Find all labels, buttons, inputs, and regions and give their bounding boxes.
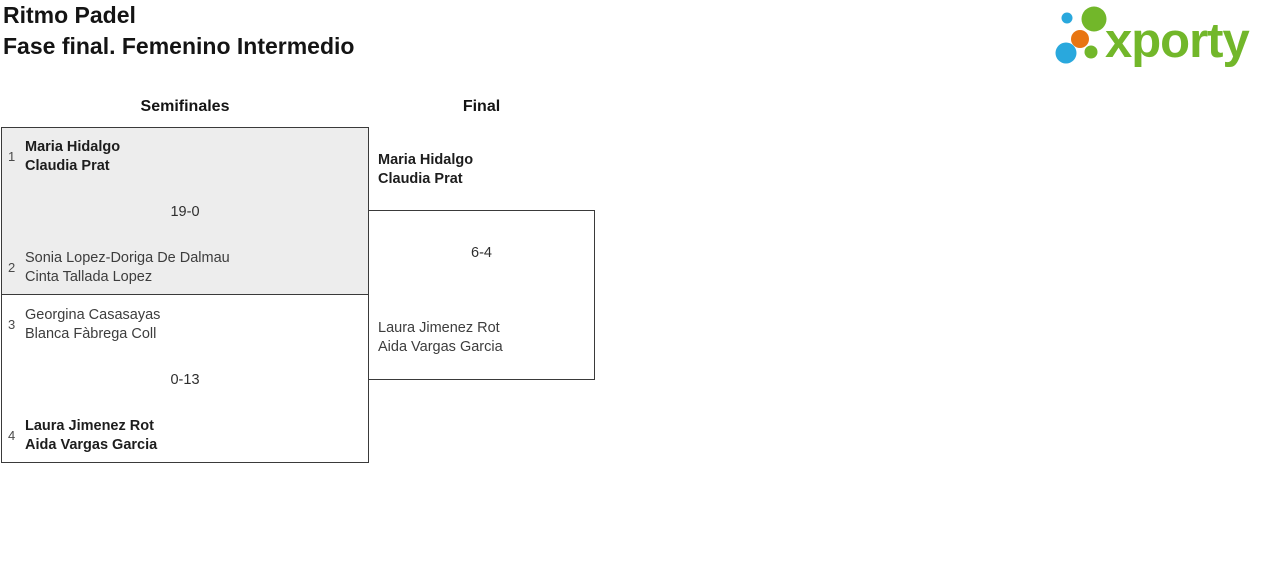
- page-header: Ritmo Padel Fase final. Femenino Interme…: [3, 0, 354, 62]
- team-sf1-bottom: Sonia Lopez-Doriga De Dalmau Cinta Talla…: [25, 249, 230, 287]
- player-name: Sonia Lopez-Doriga De Dalmau: [25, 250, 230, 266]
- player-name: Laura Jimenez Rot: [378, 320, 500, 336]
- xporty-logo[interactable]: xporty: [1045, 2, 1280, 70]
- player-name: Claudia Prat: [378, 171, 463, 187]
- player-name: Blanca Fàbrega Coll: [25, 326, 157, 342]
- team-final-top: Maria Hidalgo Claudia Prat: [378, 151, 473, 189]
- round-header-final: Final: [462, 98, 501, 115]
- logo-dot-orange: [1071, 30, 1089, 48]
- player-name: Claudia Prat: [25, 158, 110, 174]
- logo-wordmark: xporty: [1105, 14, 1250, 68]
- score-sf1: 19-0: [170, 204, 200, 220]
- round-header-semifinales: Semifinales: [140, 98, 230, 115]
- team-final-bottom: Laura Jimenez Rot Aida Vargas Garcia: [378, 319, 503, 357]
- player-name: Aida Vargas Garcia: [25, 437, 158, 453]
- team-sf1-top: Maria Hidalgo Claudia Prat: [25, 138, 120, 176]
- score-final: 6-4: [471, 245, 492, 261]
- logo-dot-green-small: [1084, 45, 1098, 59]
- logo-dot-blue-large: [1055, 42, 1077, 64]
- player-name: Maria Hidalgo: [25, 139, 121, 155]
- player-name: Georgina Casasayas: [25, 307, 161, 323]
- player-name: Maria Hidalgo: [378, 152, 474, 168]
- player-name: Aida Vargas Garcia: [378, 339, 503, 355]
- seed-number: 1: [8, 149, 16, 164]
- seed-number: 4: [8, 428, 16, 443]
- team-sf2-top: Georgina Casasayas Blanca Fàbrega Coll: [25, 306, 160, 344]
- logo-dot-blue-small: [1061, 12, 1073, 24]
- match-box-final[interactable]: [368, 210, 595, 380]
- seed-number: 2: [8, 260, 16, 275]
- score-sf2: 0-13: [170, 372, 200, 388]
- page-subtitle: Fase final. Femenino Intermedio: [3, 33, 355, 59]
- page-title: Ritmo Padel: [3, 2, 136, 28]
- match-box-semifinal-1[interactable]: [1, 127, 369, 295]
- team-sf2-bottom: Laura Jimenez Rot Aida Vargas Garcia: [25, 417, 157, 455]
- xporty-logo-icon: xporty: [1055, 6, 1251, 68]
- match-box-semifinal-2[interactable]: [1, 294, 369, 463]
- player-name: Cinta Tallada Lopez: [25, 269, 153, 285]
- seed-number: 3: [8, 317, 16, 332]
- player-name: Laura Jimenez Rot: [25, 418, 154, 434]
- logo-dot-green-large: [1081, 6, 1107, 32]
